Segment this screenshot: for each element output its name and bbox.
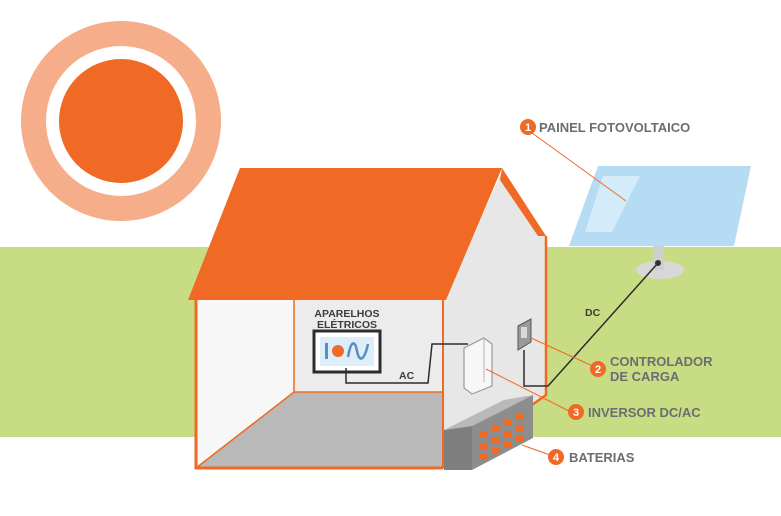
battery-side: [472, 395, 533, 470]
callout-4-label: BATERIAS: [569, 450, 635, 465]
callout-3-label: INVERSOR DC/AC: [588, 405, 701, 420]
battery-front: [444, 426, 472, 470]
appliance-bar-icon: [325, 343, 328, 359]
interior-floor: [196, 392, 443, 468]
callout-1-number: 1: [525, 122, 531, 134]
appliance-label-line2: ELÉTRICOS: [317, 318, 377, 331]
callout-2-badge: [590, 361, 606, 377]
interior-left-wall: [196, 300, 294, 468]
leader-4: [521, 444, 551, 456]
callout-2-number: 2: [595, 364, 601, 376]
charge-controller-face: [521, 327, 527, 338]
leader-2: [530, 337, 598, 369]
appliance-wave-icon: [346, 342, 370, 360]
panel-pole: [653, 238, 664, 270]
callout-3-badge: [568, 404, 584, 420]
callout-1-label: PAINEL FOTOVOLTAICO: [539, 120, 690, 135]
callout-3-number: 3: [573, 407, 579, 419]
leader-1: [527, 129, 627, 202]
callout-1-badge: [520, 119, 536, 135]
sun-core: [59, 59, 183, 183]
callout-4-number: 4: [553, 452, 560, 464]
callout-2-label-line1: CONTROLADOR: [610, 354, 713, 369]
appliance-circle-icon: [332, 345, 344, 357]
ac-wire: [345, 343, 468, 384]
battery-cells: [480, 414, 524, 460]
battery-top: [444, 395, 533, 430]
appliance-label-line1: APARELHOS: [314, 308, 379, 320]
callout-4-badge: [548, 449, 564, 465]
dc-wire: [523, 262, 659, 387]
ac-label: AC: [399, 370, 415, 382]
house-roof: [188, 168, 502, 300]
dc-label: DC: [585, 307, 601, 319]
house-roof-edge: [500, 168, 546, 236]
solar-panel-shine: [585, 176, 640, 232]
inverter: [463, 337, 493, 395]
callout-2-label-line2: DE CARGA: [610, 369, 680, 384]
leader-3: [485, 368, 570, 412]
